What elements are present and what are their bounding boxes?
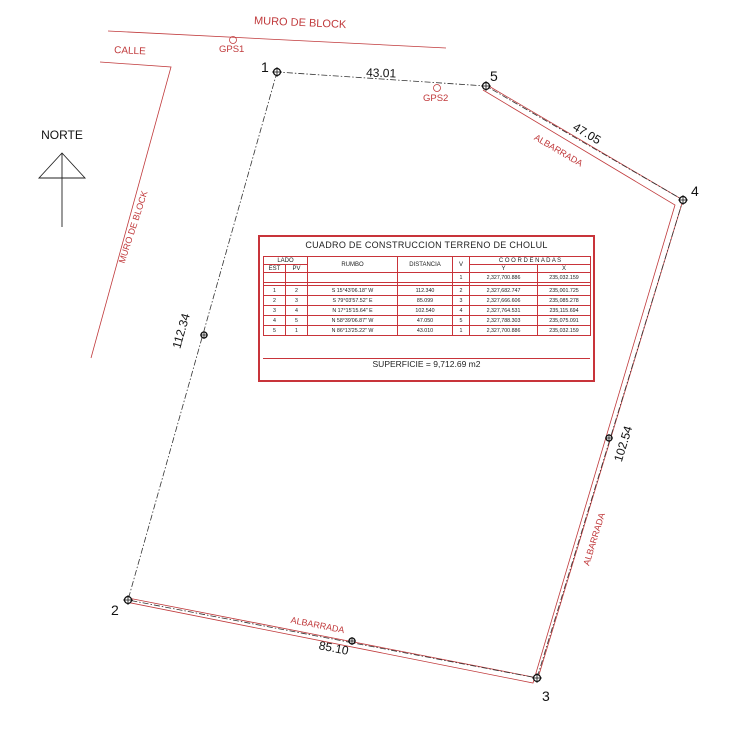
- wall-top-line: [107, 30, 447, 49]
- vertex-crosshairs: [123, 67, 688, 683]
- superficie-divider: [263, 358, 590, 359]
- distance-5-1: 43.01: [366, 65, 397, 80]
- street-label: CALLE: [114, 45, 146, 57]
- header-x: X: [536, 264, 592, 273]
- header-est: EST: [263, 264, 286, 273]
- header-y: Y: [469, 264, 538, 273]
- gps2-marker: [433, 84, 441, 92]
- wall-left-label: MURO DE BLOCK: [117, 190, 150, 265]
- distance-1-2: 112.34: [169, 311, 192, 350]
- table-title: CUADRO DE CONSTRUCCION TERRENO DE CHOLUL: [305, 240, 548, 250]
- wall-top-label: MURO DE BLOCK: [254, 15, 347, 31]
- vertex-4-label: 4: [691, 183, 699, 199]
- distance-3-4: 102.54: [611, 424, 635, 464]
- header-distancia: DISTANCIA: [397, 256, 453, 273]
- gps2-label: GPS2: [423, 93, 448, 104]
- superficie-label: SUPERFICIE = 9,712.69 m2: [372, 359, 481, 369]
- vertex-2-label: 2: [111, 602, 119, 618]
- north-label: NORTE: [41, 128, 83, 142]
- vertex-1-label: 1: [261, 59, 269, 75]
- vertex-5-label: 5: [490, 68, 498, 84]
- header-rumbo: RUMBO: [307, 256, 398, 273]
- gps1-marker: [229, 36, 237, 44]
- table-row: 1 2,327,700.886 235,032.159: [263, 272, 592, 283]
- construction-grid: LADO RUMBO DISTANCIA V C O O R D E N A D…: [263, 256, 592, 336]
- header-coordenadas: C O O R D E N A D A S: [468, 256, 592, 265]
- vertex-3-label: 3: [542, 688, 550, 704]
- header-lado: LADO: [263, 256, 308, 265]
- construction-table: CUADRO DE CONSTRUCCION TERRENO DE CHOLUL…: [258, 235, 595, 382]
- header-pv: PV: [285, 264, 308, 273]
- wall-left-line: [90, 61, 172, 359]
- distance-2-3: 85.10: [318, 638, 350, 658]
- property-boundary: [127, 71, 684, 679]
- gps1-label: GPS1: [219, 44, 244, 55]
- north-arrow-icon: [37, 152, 87, 227]
- distance-4-5: 47.05: [571, 120, 604, 147]
- albarrada-lines: [125, 84, 684, 684]
- header-v: V: [452, 256, 470, 273]
